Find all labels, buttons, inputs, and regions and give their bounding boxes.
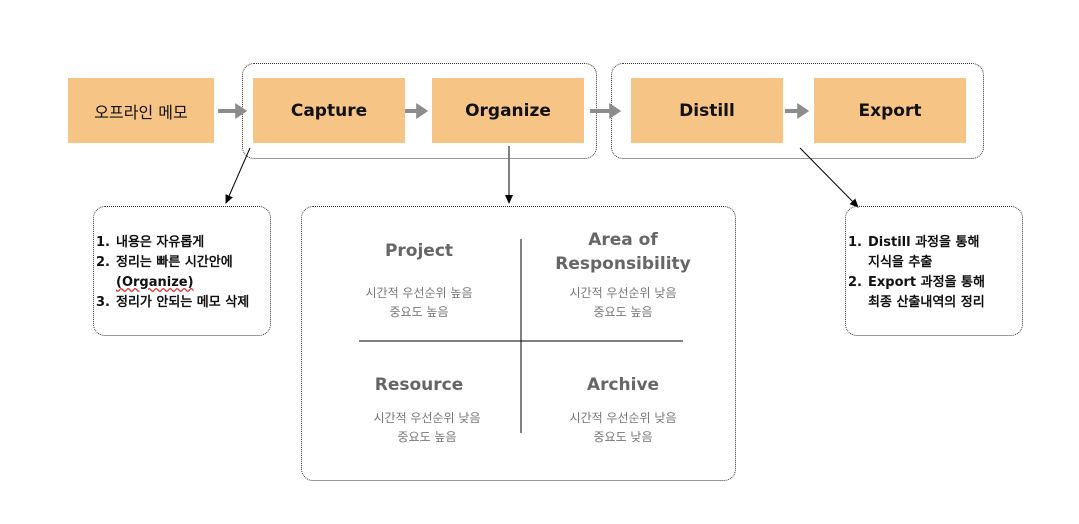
- item-number: 2.: [96, 255, 110, 270]
- item-number: 2.: [848, 275, 862, 290]
- item-text: 내용은 자유롭게: [116, 235, 205, 250]
- area-priority: 시간적 우선순위 낮음: [569, 286, 677, 300]
- resource-importance: 중요도 높음: [397, 430, 457, 444]
- area-title-line2: Responsibility: [555, 254, 691, 274]
- arrow-capture-to-note: [225, 147, 251, 204]
- archive-priority: 시간적 우선순위 낮음: [569, 411, 677, 425]
- capture-note-item: 2. 정리는 빠른 시간안에 (Organize): [96, 253, 264, 293]
- export-note: 1. Distill 과정을 통해 지식을 추출 2. Export 과정을 통…: [845, 206, 1023, 336]
- project-importance: 중요도 높음: [389, 305, 449, 319]
- item-text: Distill 과정을 통해 지식을 추출: [868, 233, 1018, 273]
- organize-node: Organize: [432, 78, 584, 143]
- area-importance: 중요도 높음: [593, 305, 653, 319]
- resource-desc: 시간적 우선순위 낮음 중요도 높음: [347, 409, 507, 447]
- project-priority: 시간적 우선순위 높음: [365, 286, 473, 300]
- project-title: Project: [384, 241, 454, 261]
- archive-importance: 중요도 낮음: [593, 430, 653, 444]
- arrow-export-to-note: [799, 147, 859, 208]
- archive-desc: 시간적 우선순위 낮음 중요도 낮음: [543, 409, 703, 447]
- capture-node: Capture: [253, 78, 405, 143]
- area-desc: 시간적 우선순위 낮음 중요도 높음: [543, 284, 703, 322]
- archive-title: Archive: [586, 375, 660, 395]
- distill-node: Distill: [631, 78, 783, 143]
- item-text-line1: 정리는 빠른 시간안에: [116, 255, 233, 270]
- item-text: 정리는 빠른 시간안에 (Organize): [116, 253, 264, 293]
- capture-note-item: 1. 내용은 자유롭게: [96, 233, 264, 253]
- offline-memo-node: 오프라인 메모: [68, 78, 214, 143]
- item-text: Export 과정을 통해 최종 산출내역의 정리: [868, 273, 1018, 313]
- item-number: 3.: [96, 295, 110, 310]
- project-desc: 시간적 우선순위 높음 중요도 높음: [339, 284, 499, 322]
- capture-note-item: 3. 정리가 안되는 메모 삭제: [96, 293, 264, 313]
- resource-priority: 시간적 우선순위 낮음: [373, 411, 481, 425]
- item-text-line1: Export 과정을 통해: [868, 275, 985, 290]
- export-note-item: 1. Distill 과정을 통해 지식을 추출: [848, 233, 1018, 273]
- item-number: 1.: [96, 235, 110, 250]
- export-node: Export: [814, 78, 966, 143]
- item-text: 정리가 안되는 메모 삭제: [116, 295, 250, 310]
- para-box: [301, 206, 736, 481]
- area-title-line1: Area of: [588, 230, 658, 250]
- item-text-line2: 지식을 추출: [868, 255, 933, 270]
- item-text-line1: Distill 과정을 통해: [868, 235, 980, 250]
- area-title: Area of Responsibility: [543, 228, 703, 276]
- item-number: 1.: [848, 235, 862, 250]
- item-text-line2: (Organize): [116, 275, 194, 290]
- capture-note: 1. 내용은 자유롭게 2. 정리는 빠른 시간안에 (Organize) 3.…: [93, 206, 271, 336]
- item-text-line2: 최종 산출내역의 정리: [868, 295, 985, 310]
- export-note-item: 2. Export 과정을 통해 최종 산출내역의 정리: [848, 273, 1018, 313]
- resource-title: Resource: [374, 375, 464, 395]
